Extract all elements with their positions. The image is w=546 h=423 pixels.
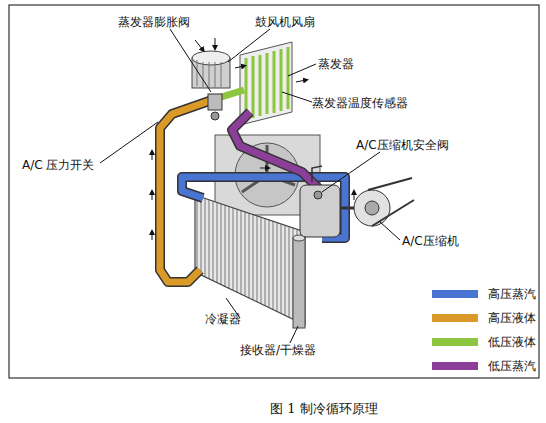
belt [368,178,414,226]
leader-line [100,122,158,163]
part-label: A/C压缩机 [402,234,459,248]
legend-swatch [432,362,478,370]
figure-caption: 图 1 制冷循环原理 [270,400,378,418]
relief-valve [314,191,322,199]
leader-line [288,64,316,76]
air-arrow [235,66,244,68]
pulley [354,190,390,226]
high-pressure-liquid-pipe [160,100,212,282]
compressor [300,185,340,237]
air-arrow [215,38,216,48]
shaft [340,207,354,210]
legend-text: 低压蒸汽 [488,359,536,373]
part-label: 鼓风机风扇 [255,15,315,29]
pipe-outline [160,100,212,282]
legend-swatch [432,314,478,322]
condenser [195,195,305,325]
pipe-outline [232,112,320,190]
legend-text: 高压液体 [488,311,536,325]
leader-line [228,29,270,62]
legend-swatch [432,290,478,298]
wire [312,166,322,182]
leader-lines [100,29,400,343]
high-pressure-vapour-pipe [182,177,345,238]
leader-line [282,92,312,102]
low-pressure-vapour-pipe [232,112,320,190]
air-arrow [296,80,306,82]
part-label: 接收器/干燥器 [240,343,316,357]
part-label: A/C压缩机安全阀 [356,138,449,152]
part-label: 蒸发器膨胀阀 [118,15,190,29]
flow-arrow [354,192,355,200]
pulley-hub [365,201,379,215]
part-label: 冷凝器 [205,312,241,326]
leader-line [322,152,380,192]
part-label: 蒸发器 [318,57,354,71]
air-arrow [195,40,203,50]
expansion-valve [208,94,222,110]
flow-arrow [152,192,153,200]
valve-cap [211,112,219,120]
flow-arrow [152,152,153,160]
leader-line [170,29,211,92]
blower-top [192,51,230,65]
flow-arrow [260,168,268,169]
leader-line [290,326,298,343]
legend-swatch [432,338,478,346]
leader-line [380,222,400,240]
flow-arrow [152,232,153,240]
part-label: 蒸发器温度传感器 [312,96,408,110]
blower-vanes [197,60,221,88]
legend-text: 低压液体 [488,335,536,349]
part-label: A/C 压力开关 [22,158,94,172]
legend-text: 高压蒸汽 [488,287,536,301]
pipe-outline [182,177,345,238]
evaporator-coil [246,47,288,120]
receiver-dryer [293,238,305,328]
frame [9,5,539,378]
